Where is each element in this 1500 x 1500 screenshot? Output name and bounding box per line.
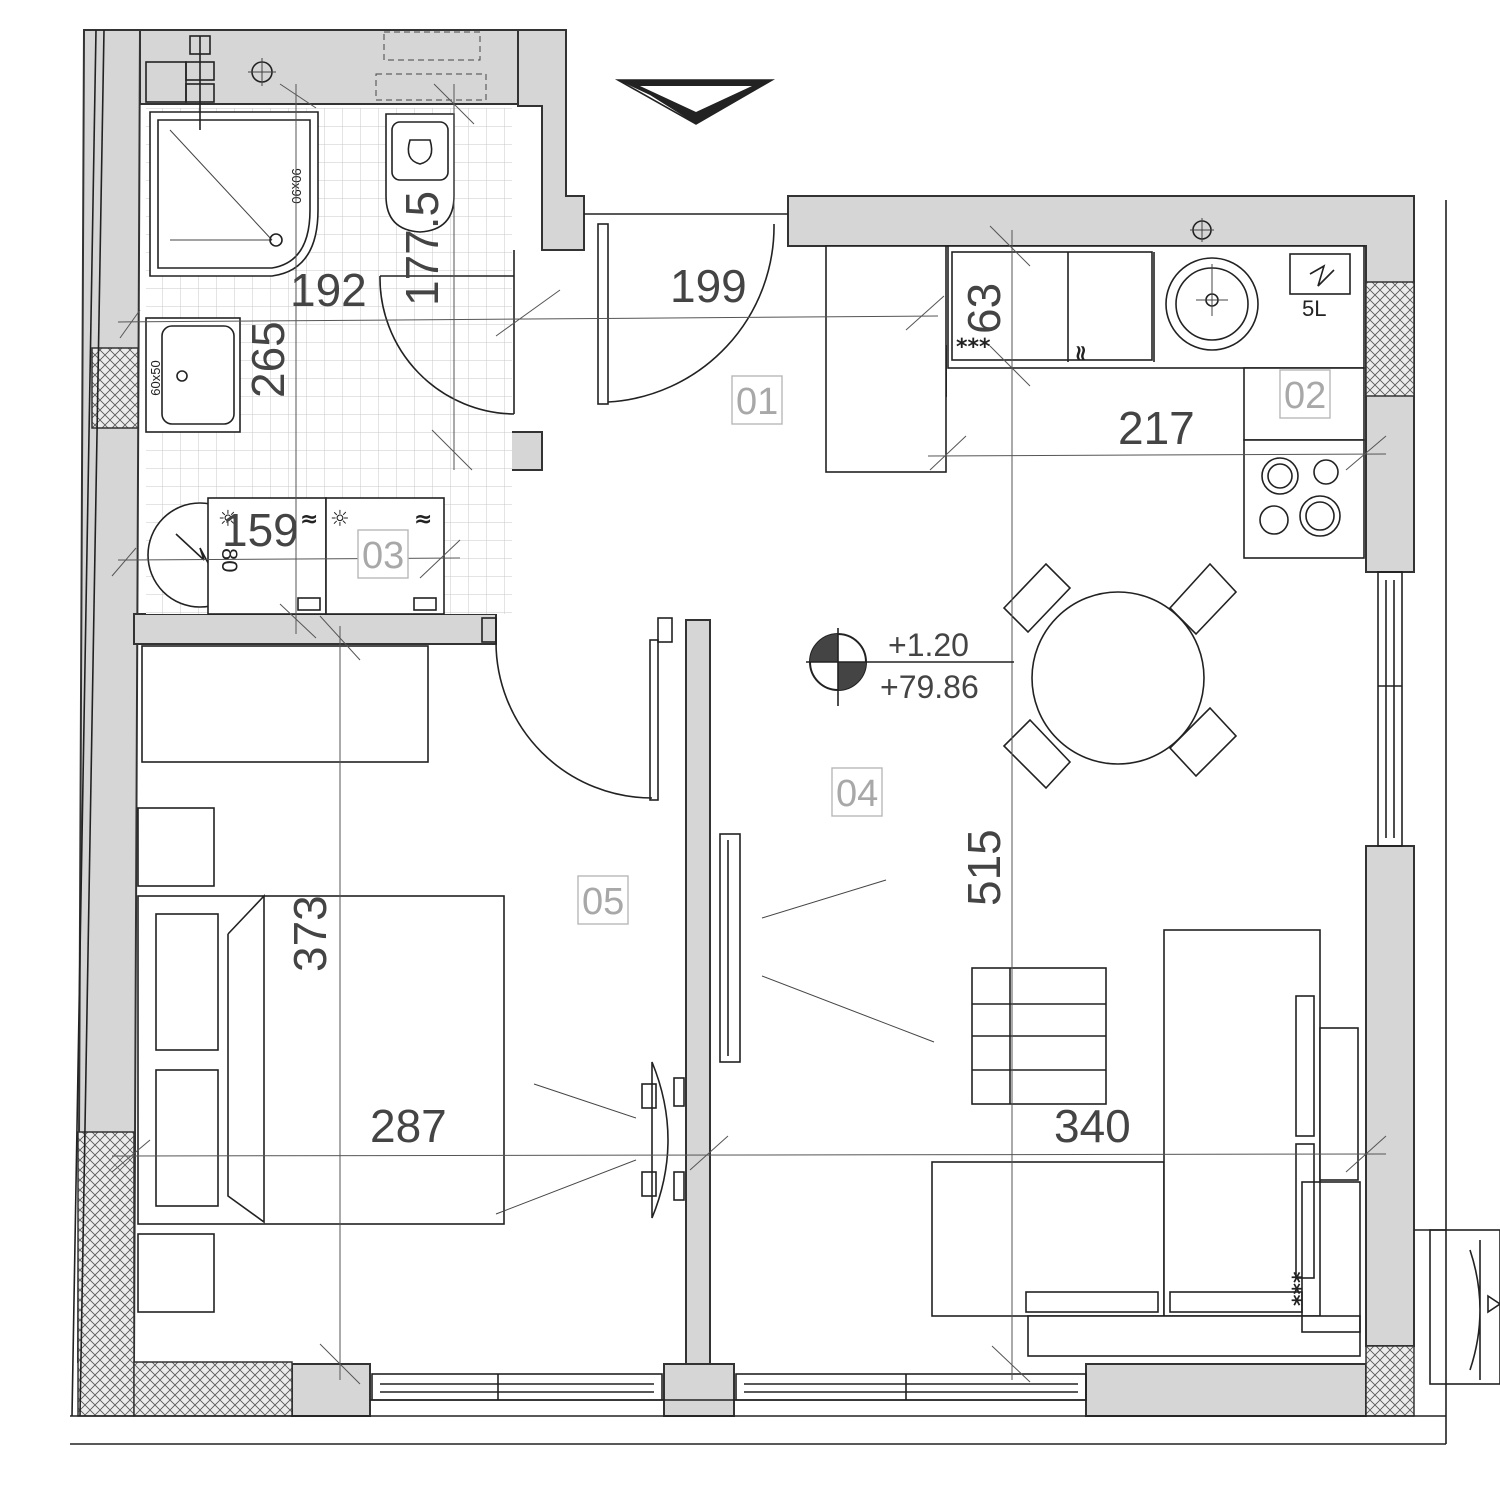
walls xyxy=(70,29,1447,1445)
dim-265: 265 xyxy=(242,321,294,398)
radiator-symbol: ≈ xyxy=(414,507,432,532)
dim-192: 192 xyxy=(290,264,367,316)
room-label-02: 02 xyxy=(1284,375,1326,417)
dim-80: 80 xyxy=(217,548,242,572)
kitchen: *** ≈ 5L xyxy=(825,218,1365,559)
dim-217: 217 xyxy=(1118,402,1195,454)
level-absolute: +79.86 xyxy=(880,669,979,705)
level-mark: +1.20 +79.86 xyxy=(806,627,1014,706)
bedroom xyxy=(137,617,685,1313)
bathroom: 90x90 60x50 ☼ ☼ ≈ ≈ xyxy=(145,31,515,615)
outlet-mark: *** xyxy=(956,335,991,360)
radiator-symbol: ≈ xyxy=(300,507,318,532)
dim-63: 63 xyxy=(958,283,1010,334)
living-room: *** xyxy=(719,833,1361,1357)
level-relative: +1.20 xyxy=(888,627,969,663)
dining-set xyxy=(1002,562,1238,790)
radiator-symbol: ≈ xyxy=(1068,344,1093,362)
dim-373: 373 xyxy=(284,895,336,972)
entrance-door xyxy=(584,79,788,405)
heater-symbol: ☼ xyxy=(330,507,350,532)
dim-177-5: 177.5 xyxy=(396,191,448,306)
windows xyxy=(371,571,1500,1401)
boiler-capacity: 5L xyxy=(1302,296,1326,321)
dim-515: 515 xyxy=(958,829,1010,906)
room-labels: 01 02 03 04 05 xyxy=(357,369,1331,925)
dim-287: 287 xyxy=(370,1100,447,1152)
outlet-mark: *** xyxy=(1289,1271,1314,1306)
room-label-01: 01 xyxy=(736,381,778,423)
room-label-05: 05 xyxy=(582,881,624,923)
dim-199: 199 xyxy=(670,260,747,312)
room-label-04: 04 xyxy=(836,773,878,815)
heater-symbol: ☼ xyxy=(218,507,238,532)
room-label-03: 03 xyxy=(362,535,404,577)
dim-340: 340 xyxy=(1054,1100,1131,1152)
dim-159: 159 xyxy=(222,504,299,556)
basin-size-label: 60x50 xyxy=(148,360,163,395)
dimension-lines xyxy=(111,83,1387,1385)
dimension-labels: 192 177.5 265 199 63 217 159 80 515 373 … xyxy=(217,191,1195,1152)
